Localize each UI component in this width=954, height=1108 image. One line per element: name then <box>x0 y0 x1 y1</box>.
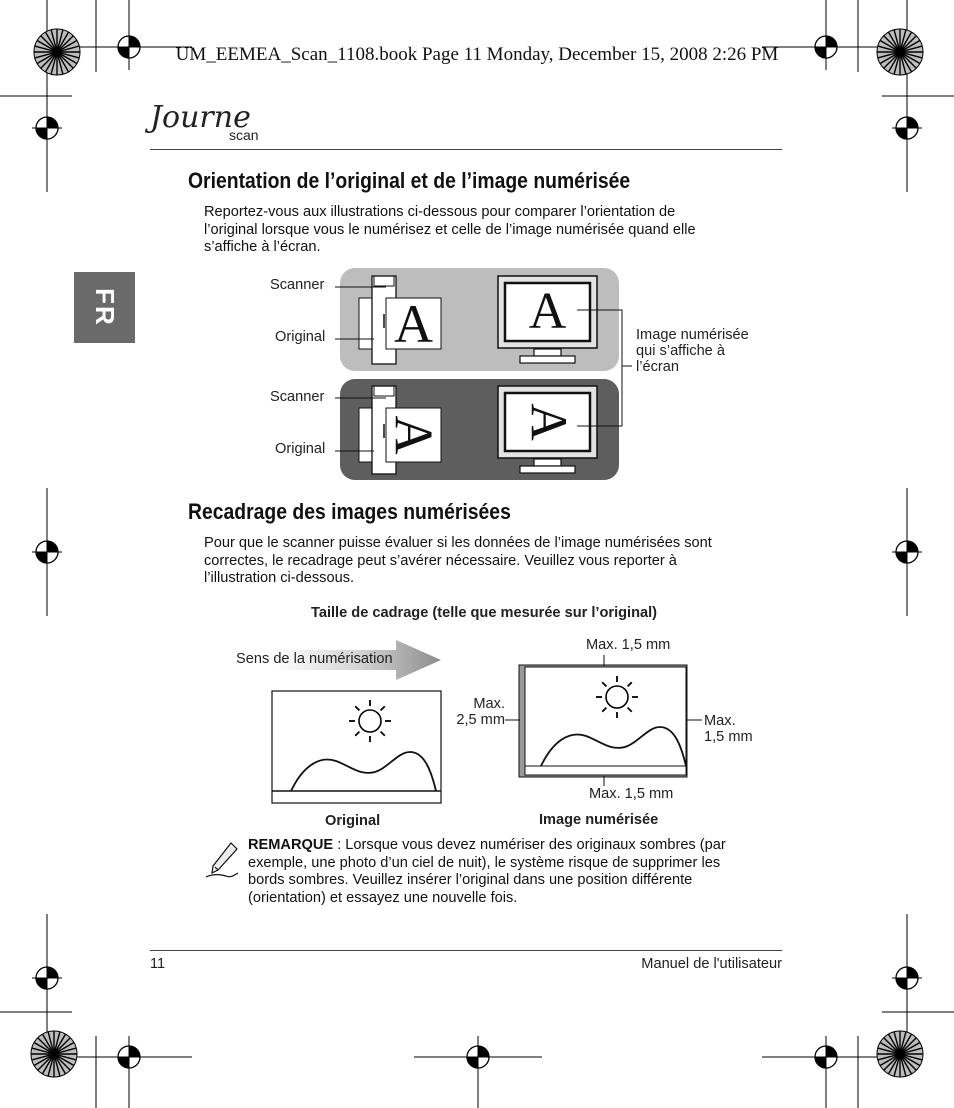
registration-mark <box>113 1041 145 1073</box>
figure-caption: Taille de cadrage (telle que mesurée sur… <box>311 605 658 621</box>
screen-letter-upright: A <box>528 283 567 340</box>
label-line: Max. <box>473 696 505 712</box>
note-line: : Lorsque vous devez numériser des origi… <box>333 837 726 853</box>
registration-mark <box>891 962 923 994</box>
max-bottom-label: Max. 1,5 mm <box>589 786 674 802</box>
note-line: bords sombres. Veuillez insérer l’origin… <box>248 872 693 888</box>
max-right-label: Max. 1,5 mm <box>704 713 753 745</box>
document-letter-rotated: A <box>383 415 444 455</box>
language-tab-label: FR <box>89 288 120 327</box>
paragraph-line: l’original lorsque vous le numérisez et … <box>204 221 696 238</box>
manual-title: Manuel de l'utilisateur <box>641 956 782 972</box>
note-line: exemple, une photo d’un ciel de nuit), l… <box>248 854 721 871</box>
registration-mark <box>31 962 63 994</box>
registration-mark <box>810 1041 842 1073</box>
page-number: 11 <box>150 956 166 972</box>
cropping-paragraph: Pour que le scanner puisse évaluer si le… <box>204 535 712 588</box>
note-line: (orientation) et essayez une nouvelle fo… <box>248 889 518 906</box>
caption-line: qui s’affiche à <box>636 343 725 359</box>
registration-mark <box>462 1041 494 1073</box>
header-rule <box>150 149 782 150</box>
dimension-ticks <box>505 655 702 786</box>
section-title-orientation: Orientation de l’original et de l’image … <box>188 168 631 193</box>
caption-line: l’écran <box>636 359 679 375</box>
scanned-image-caption: Image numérisée <box>539 812 659 828</box>
starburst-mark-bottom-right <box>876 1030 924 1078</box>
orientation-figure <box>335 268 632 480</box>
paragraph-line: s’affiche à l’écran. <box>204 239 321 255</box>
logo-scan-text: scan <box>229 127 259 143</box>
cropping-figure <box>271 640 702 804</box>
registration-mark <box>31 536 63 568</box>
starburst-mark-bottom-left <box>30 1030 78 1078</box>
note-label: REMARQUE <box>248 837 334 853</box>
language-tab: FR <box>74 272 135 343</box>
leader-lines <box>335 286 632 452</box>
original-picture <box>271 690 442 804</box>
scan-direction-label: Sens de la numérisation <box>236 651 393 667</box>
scanner-label: Scanner <box>270 389 325 405</box>
scanner-label: Scanner <box>270 277 325 293</box>
max-top-label: Max. 1,5 mm <box>586 637 671 653</box>
label-line: Max. <box>704 713 736 729</box>
original-label: Original <box>275 441 326 457</box>
paragraph-line: correctes, le recadrage peut s’avérer né… <box>204 552 677 569</box>
footer-rule <box>150 950 782 951</box>
orientation-paragraph: Reportez-vous aux illustrations ci-desso… <box>204 204 696 257</box>
label-line: 1,5 mm <box>704 729 753 745</box>
scan-direction-arrow <box>272 640 441 680</box>
registration-mark <box>891 536 923 568</box>
note-block: REMARQUE : Lorsque vous devez numériser … <box>248 837 726 907</box>
caption-line: Image numérisée <box>636 327 749 343</box>
pencil-note-icon <box>205 842 239 878</box>
label-line: 2,5 mm <box>456 712 505 728</box>
paragraph-line: Pour que le scanner puisse évaluer si le… <box>204 535 712 551</box>
logo-script-text: Journe <box>150 100 251 135</box>
paragraph-line: l’illustration ci-dessous. <box>204 570 355 586</box>
screen-letter-rotated: A <box>519 403 577 441</box>
max-left-label: Max. 2,5 mm <box>444 696 505 728</box>
section-title-cropping: Recadrage des images numérisées <box>188 499 511 524</box>
print-header: UM_EEMEA_Scan_1108.book Page 11 Monday, … <box>175 44 779 65</box>
original-label: Original <box>275 329 326 345</box>
screen-caption: Image numérisée qui s’affiche à l’écran <box>636 327 749 375</box>
document-letter-upright: A <box>394 293 433 354</box>
registration-mark <box>31 112 63 144</box>
registration-mark <box>891 112 923 144</box>
paragraph-line: Reportez-vous aux illustrations ci-desso… <box>204 204 676 220</box>
original-caption: Original <box>325 813 381 829</box>
